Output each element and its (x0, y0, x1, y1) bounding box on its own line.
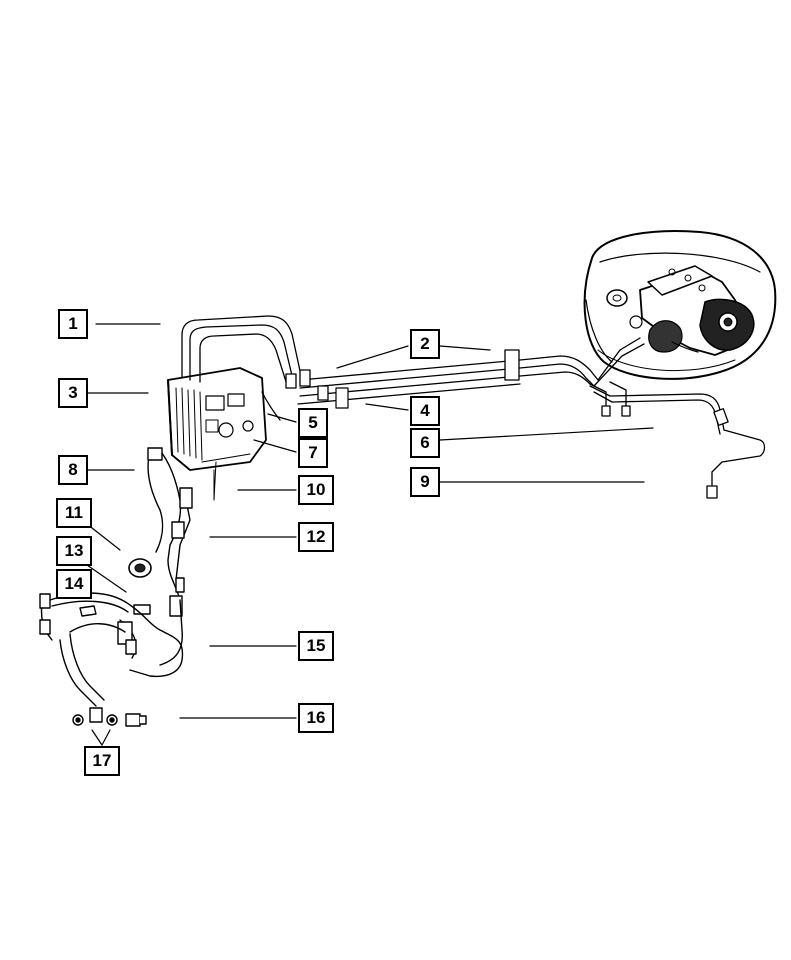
callout-5[interactable]: 5 (298, 408, 328, 438)
abs-sensor-wiring (39, 447, 193, 727)
callout-4[interactable]: 4 (410, 396, 440, 426)
callout-13[interactable]: 13 (56, 536, 92, 566)
callout-1[interactable]: 1 (58, 309, 88, 339)
callout-14[interactable]: 14 (56, 569, 92, 599)
callout-15[interactable]: 15 (298, 631, 334, 661)
callout-10[interactable]: 10 (298, 475, 334, 505)
callout-17[interactable]: 17 (84, 746, 120, 776)
callout-12[interactable]: 12 (298, 522, 334, 552)
leader-lines (86, 323, 654, 746)
callout-6[interactable]: 6 (410, 428, 440, 458)
callout-9[interactable]: 9 (410, 467, 440, 497)
abs-hydraulic-control-unit (167, 367, 267, 501)
callout-3[interactable]: 3 (58, 378, 88, 408)
brake-booster (583, 230, 777, 380)
callout-2[interactable]: 2 (410, 329, 440, 359)
callout-7[interactable]: 7 (298, 438, 328, 468)
callout-16[interactable]: 16 (298, 703, 334, 733)
callout-11[interactable]: 11 (56, 498, 92, 528)
callout-8[interactable]: 8 (58, 455, 88, 485)
brake-tubes (181, 315, 766, 499)
